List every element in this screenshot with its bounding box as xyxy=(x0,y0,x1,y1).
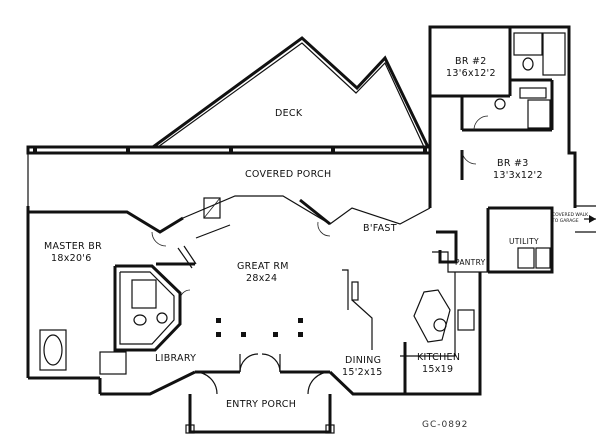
master-suite: MASTER BR 18x20'6 xyxy=(39,231,197,375)
bedroom-wing: BR #2 13'6x12'2 BR #3 13'3x12'2 xyxy=(428,25,577,208)
dining-label: DINING xyxy=(345,355,381,366)
br2-size: 13'6x12'2 xyxy=(446,68,496,79)
garage-walk-note-1: COVERED WALK xyxy=(552,212,589,218)
utility-pantry-area: UTILITY PANTRY xyxy=(432,206,554,274)
dining-divider xyxy=(342,269,407,394)
entry: ENTRY PORCH xyxy=(185,353,335,434)
kitchen: KITCHEN 15x19 xyxy=(400,272,475,375)
pantry-label: PANTRY xyxy=(455,258,486,267)
br2-label: BR #2 xyxy=(455,56,487,67)
garage-walk: COVERED WALK TO GARAGE xyxy=(551,205,596,233)
master-br-size: 18x20'6 xyxy=(51,253,92,264)
deck-label: DECK xyxy=(275,108,303,119)
great-room-columns xyxy=(216,318,303,337)
porch-posts xyxy=(33,148,427,152)
main-walls xyxy=(26,195,482,396)
master-br-label: MASTER BR xyxy=(44,241,102,252)
library-label: LIBRARY xyxy=(155,353,196,364)
br3-size: 13'3x12'2 xyxy=(493,170,543,181)
br3-label: BR #3 xyxy=(497,158,529,169)
kitchen-label: KITCHEN xyxy=(417,352,460,363)
plan-code: GC-0892 xyxy=(422,420,468,430)
great-room-size: 28x24 xyxy=(246,273,277,284)
great-room: GREAT RM 28x24 B'FAST xyxy=(203,197,397,337)
entry-porch-label: ENTRY PORCH xyxy=(226,399,296,410)
dining-size: 15'2x15 xyxy=(342,367,383,378)
covered-porch-label: COVERED PORCH xyxy=(245,169,331,180)
bfast-label: B'FAST xyxy=(363,223,397,234)
garage-walk-note-2: TO GARAGE xyxy=(551,218,579,224)
deck-area: DECK xyxy=(152,36,430,149)
utility-label: UTILITY xyxy=(509,237,539,246)
kitchen-size: 15x19 xyxy=(422,364,453,375)
great-room-label: GREAT RM xyxy=(237,261,289,272)
